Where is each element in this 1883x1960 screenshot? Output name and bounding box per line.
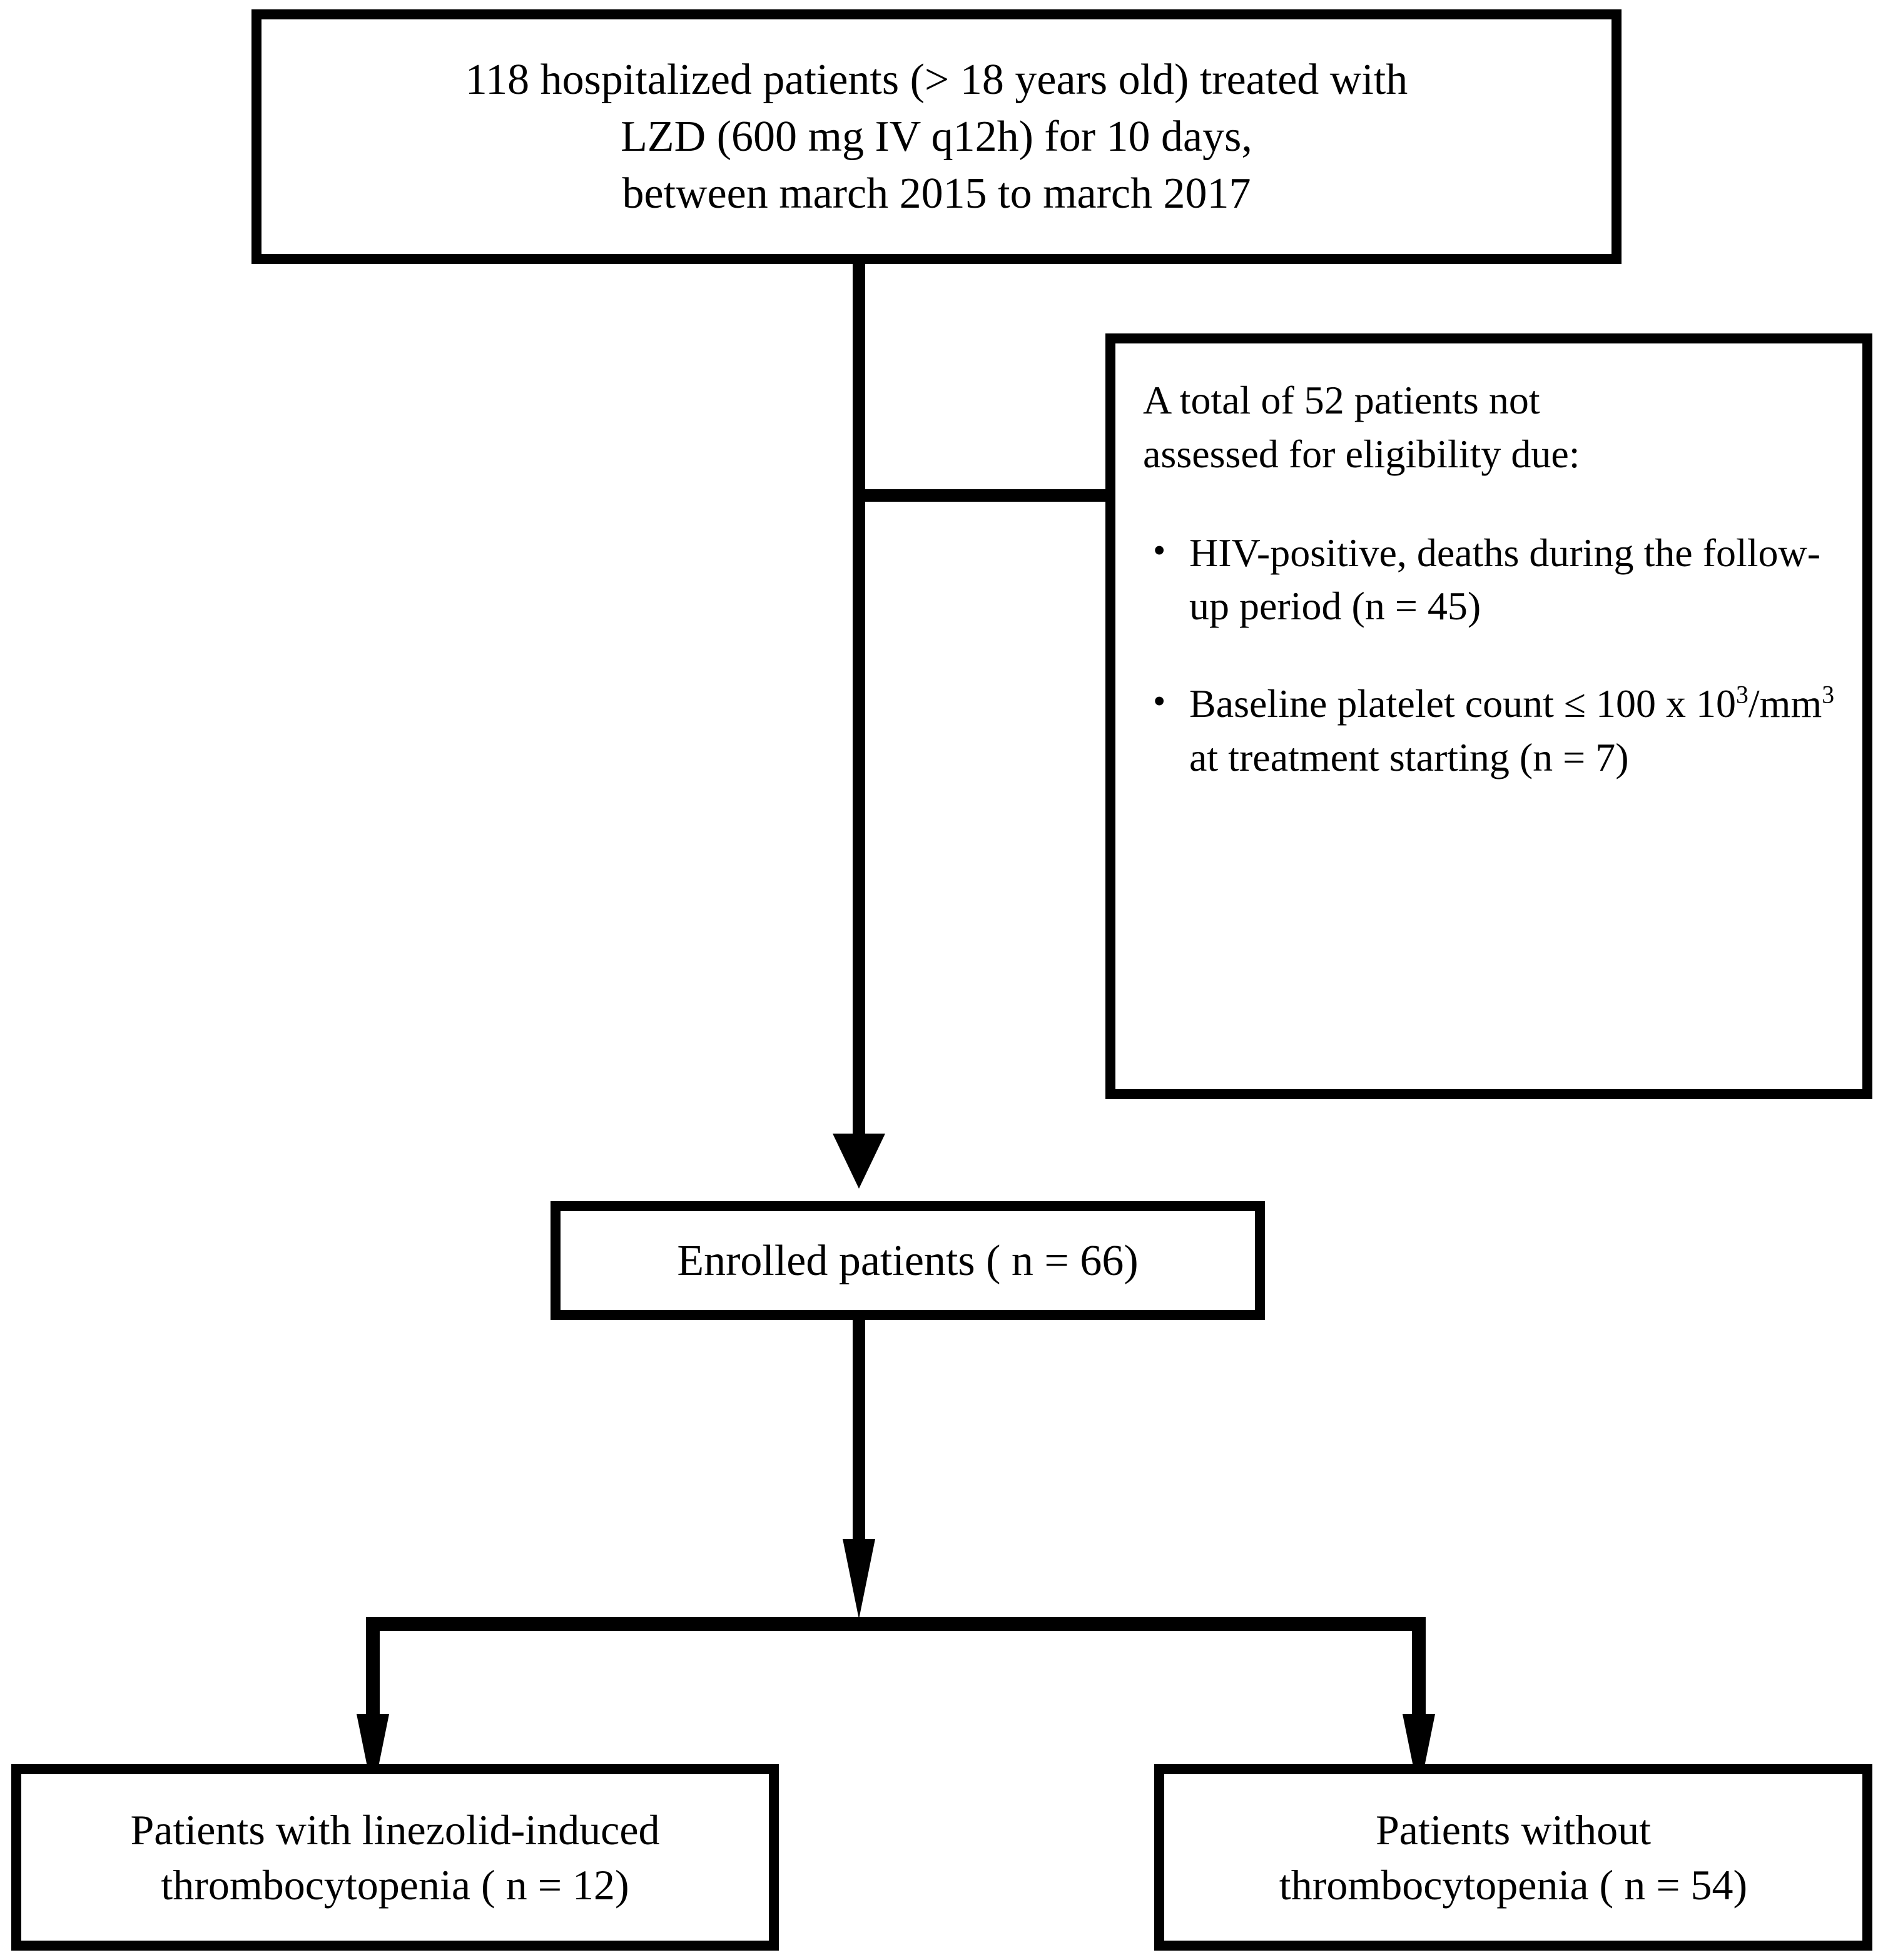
node-enrolled-text: Enrolled patients ( n = 66)	[561, 1232, 1255, 1289]
node-exclusion-text: A total of 52 patients not assessed for …	[1115, 343, 1862, 785]
cohort-line-1: 118 hospitalized patients (> 18 years ol…	[465, 56, 1408, 104]
node-outcome-without-thrombocytopenia: Patients without thrombocytopenia ( n = …	[1154, 1764, 1872, 1951]
outcome-with-line-2: thrombocytopenia ( n = 12)	[161, 1861, 629, 1909]
bullet-point-icon: •	[1153, 529, 1166, 571]
connector-split-left-vertical	[366, 1617, 380, 1736]
arrowhead-to-split	[843, 1539, 875, 1619]
node-cohort-text: 118 hospitalized patients (> 18 years ol…	[261, 51, 1611, 222]
connector-cohort-vertical	[853, 264, 865, 502]
node-cohort-box: 118 hospitalized patients (> 18 years ol…	[251, 9, 1622, 264]
bullet-2-part-a: Baseline platelet count ≤ 100 x 10	[1189, 681, 1737, 726]
outcome-without-line-1: Patients without	[1375, 1805, 1652, 1854]
exclusion-heading: A total of 52 patients not assessed for …	[1143, 373, 1841, 481]
outcome-without-line-2: thrombocytopenia ( n = 54)	[1279, 1861, 1748, 1909]
connector-split-horizontal	[366, 1617, 1426, 1631]
connector-enrolled-vertical	[853, 1320, 865, 1565]
exclusion-heading-line-2: assessed for eligibility due:	[1143, 431, 1580, 476]
bullet-2-part-b: /mm	[1748, 681, 1822, 726]
exclusion-bullet-2-text: Baseline platelet count ≤ 100 x 103/mm3 …	[1189, 677, 1841, 785]
cohort-line-3: between march 2015 to march 2017	[622, 170, 1251, 218]
connector-split-right-vertical	[1412, 1617, 1426, 1736]
exclusion-bullet-item: • Baseline platelet count ≤ 100 x 103/mm…	[1143, 677, 1841, 785]
enrolled-label: Enrolled patients ( n = 66)	[677, 1236, 1139, 1285]
connector-exclusion-horizontal	[853, 489, 1115, 502]
exclusion-bullet-1-text: HIV-positive, deaths during the follow-u…	[1189, 526, 1841, 634]
bullet-2-exponent-2: 3	[1822, 681, 1835, 709]
arrowhead-to-enrolled	[833, 1134, 885, 1189]
node-exclusion-box: A total of 52 patients not assessed for …	[1105, 333, 1872, 1099]
node-outcome-with-text: Patients with linezolid-induced thromboc…	[21, 1802, 769, 1913]
cohort-line-2: LZD (600 mg IV q12h) for 10 days,	[621, 113, 1252, 161]
node-enrolled-box: Enrolled patients ( n = 66)	[551, 1201, 1265, 1320]
bullet-2-exponent-1: 3	[1736, 681, 1748, 709]
node-outcome-with-thrombocytopenia: Patients with linezolid-induced thromboc…	[11, 1764, 779, 1951]
connector-main-vertical	[853, 489, 865, 1134]
exclusion-bullet-item: • HIV-positive, deaths during the follow…	[1143, 526, 1841, 634]
outcome-with-line-1: Patients with linezolid-induced	[130, 1805, 660, 1854]
bullet-2-part-c: at treatment starting (n = 7)	[1189, 734, 1629, 779]
node-outcome-without-text: Patients without thrombocytopenia ( n = …	[1164, 1802, 1862, 1913]
exclusion-heading-line-1: A total of 52 patients not	[1143, 378, 1540, 422]
bullet-point-icon: •	[1153, 681, 1166, 721]
bullet-1-part-a: HIV-positive, deaths during the follow-u…	[1189, 530, 1821, 629]
